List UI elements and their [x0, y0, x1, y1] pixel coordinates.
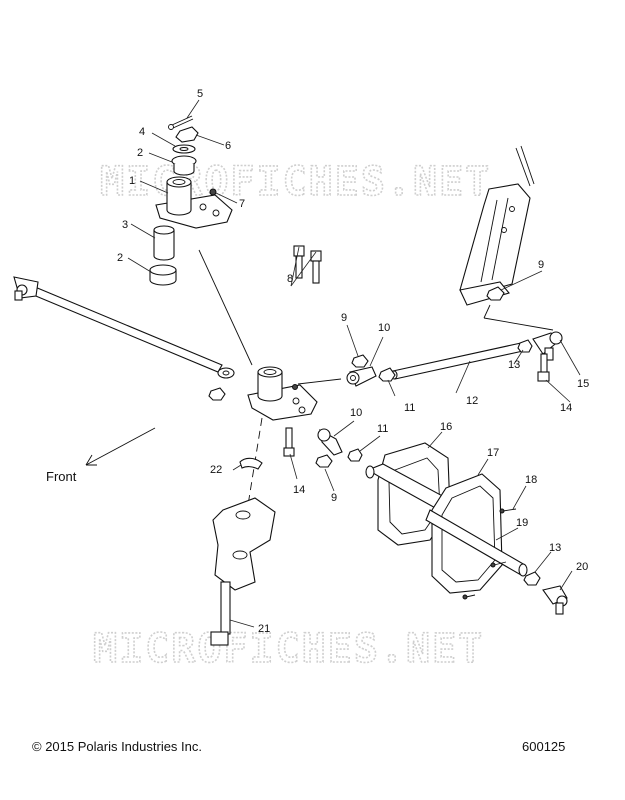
- callout-9-center: 9: [331, 492, 337, 504]
- drawing-number: 600125: [522, 739, 566, 754]
- steering-shaft: [425, 509, 528, 577]
- callout-10-upper: 10: [378, 322, 390, 334]
- castle-nut: [175, 126, 199, 143]
- front-label: Front: [46, 469, 77, 484]
- callout-10-lower: 10: [350, 407, 362, 419]
- upper-bushing: [171, 155, 197, 176]
- callout-14-right: 14: [560, 402, 572, 414]
- callout-3: 3: [122, 219, 128, 231]
- jam-nut-13-upper: [517, 339, 533, 353]
- bolt-14-right: [537, 353, 550, 382]
- cotter-pin: [168, 115, 194, 130]
- bolts-8: [293, 245, 322, 284]
- callout-11-lower: 11: [377, 423, 388, 435]
- steering-sleeve: [153, 225, 175, 261]
- copyright-text: © 2015 Polaris Industries Inc.: [32, 739, 202, 754]
- long-tie-rod: [13, 276, 235, 379]
- callout-15: 15: [577, 378, 589, 390]
- upper-post-assembly: [149, 115, 233, 286]
- callout-5: 5: [197, 88, 203, 100]
- screws: [462, 508, 517, 600]
- pitman-arm: [247, 366, 318, 421]
- callout-13-upper: 13: [508, 359, 520, 371]
- callout-4: 4: [139, 126, 145, 138]
- callout-7: 7: [239, 198, 245, 210]
- leader-lines: [127, 99, 581, 628]
- tie-rod-nut-left: [208, 387, 226, 401]
- assembly-line: [198, 249, 253, 366]
- tie-rod-end-20: [542, 585, 568, 615]
- bolt-14-center: [283, 427, 295, 457]
- jam-nut-upper: [378, 367, 396, 382]
- tie-rod-end-upper: [346, 366, 377, 387]
- callout-11-upper: 11: [404, 402, 415, 414]
- nut-9-center: [315, 454, 333, 468]
- callout-2-upper: 2: [137, 147, 143, 159]
- callout-17: 17: [487, 447, 499, 459]
- callout-16: 16: [440, 421, 452, 433]
- watermark-bottom: MICROFICHES.NET: [93, 626, 484, 672]
- callout-9-column: 9: [538, 259, 544, 271]
- steering-post-bracket: [155, 176, 233, 229]
- callout-14-center: 14: [293, 484, 305, 496]
- callout-numbers: 5 4 6 2 1 7 3 2 8 9 10 9 15 12 11 13 14 …: [117, 88, 589, 635]
- nut-9-upper: [351, 354, 369, 368]
- clip: [239, 457, 263, 470]
- callout-6: 6: [225, 140, 231, 152]
- callout-21: 21: [258, 623, 270, 635]
- tie-rod-end-lower: [317, 428, 343, 456]
- short-tie-rod: [390, 342, 526, 380]
- callout-20: 20: [576, 561, 588, 573]
- watermark-top: MICROFICHES.NET: [100, 159, 491, 205]
- lower-steering-bracket: [210, 497, 276, 646]
- callout-9-upper-left: 9: [341, 312, 347, 324]
- lower-bushing: [149, 264, 177, 286]
- grease-fitting: [209, 188, 217, 196]
- callout-19: 19: [516, 517, 528, 529]
- callout-22: 22: [210, 464, 222, 476]
- jam-nut-lower: [347, 448, 363, 462]
- callout-8: 8: [287, 273, 293, 285]
- tie-rod-end-15: [532, 331, 563, 361]
- callout-2-lower: 2: [117, 252, 123, 264]
- steering-column: [459, 145, 535, 306]
- washer: [172, 144, 196, 154]
- front-direction-arrow: [85, 427, 156, 466]
- column-link-line: [483, 304, 491, 319]
- callout-18: 18: [525, 474, 537, 486]
- callout-13-lower: 13: [549, 542, 561, 554]
- callout-1: 1: [129, 175, 135, 187]
- callout-12: 12: [466, 395, 478, 407]
